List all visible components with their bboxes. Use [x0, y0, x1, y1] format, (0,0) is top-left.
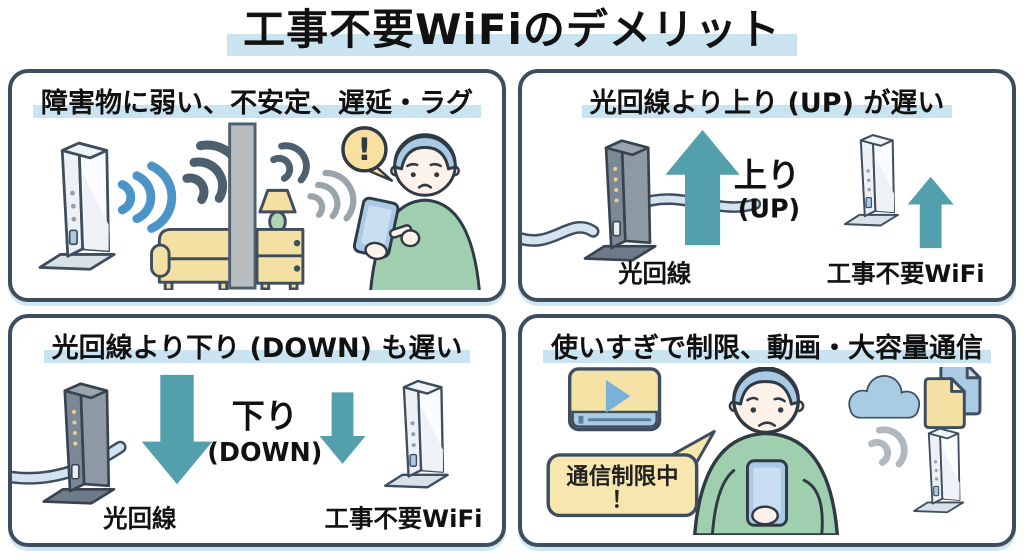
- person-hair: [393, 135, 457, 171]
- wifi-router-icon: [843, 134, 899, 227]
- wall-icon: [228, 122, 257, 290]
- sad-person: [693, 367, 840, 535]
- alert-bubble-icon: !: [341, 126, 394, 182]
- nightstand-lamp-icon: [255, 188, 305, 290]
- wifi-router-icon: [38, 141, 116, 271]
- cloud-icon: [848, 375, 921, 419]
- wifi-label: 工事不要WiFi: [827, 259, 985, 288]
- bubble-line1: 通信制限中: [566, 463, 678, 490]
- panel-download: 光回線より下り (DOWN) も遅い 下り (DOWN) 光回線 工事不要WiF…: [8, 314, 506, 547]
- sofa-icon: [150, 227, 236, 290]
- person-hand: [751, 505, 779, 526]
- wifi-waves-weak-icon: [868, 423, 912, 471]
- infographic-title: 工事不要WiFiのデメリット: [0, 0, 1024, 69]
- panel-limit-heading: 使いすぎで制限、動画・大容量通信: [522, 318, 1012, 367]
- panel-obstacles: 障害物に弱い、不安定、遅延・ラグ: [8, 69, 506, 302]
- wifi-router-icon: [913, 427, 965, 514]
- wifi-waves-weak-icon: [270, 139, 314, 187]
- direction-label: 上り: [734, 155, 800, 194]
- direction-label: 下り: [232, 397, 298, 436]
- fiber-router-icon: [42, 382, 116, 505]
- wifi-waves-fading-icon: [304, 166, 361, 228]
- play-icon: [605, 379, 631, 413]
- wifi-router-icon: [383, 379, 449, 489]
- panel-download-illustration: 下り (DOWN) 光回線 工事不要WiFi: [12, 374, 483, 533]
- panel-limit-illustration: 通信制限中 ！: [546, 367, 982, 535]
- panel-limit: 使いすぎで制限、動画・大容量通信: [518, 314, 1016, 547]
- panel-upload-illustration: 上り (UP) 光回線 工事不要WiFi: [522, 129, 985, 288]
- medium-down-arrow-icon: [319, 392, 366, 464]
- direction-sublabel: (UP): [738, 194, 800, 224]
- fiber-label: 光回線: [102, 504, 177, 533]
- fiber-label: 光回線: [617, 259, 692, 288]
- panel-download-heading: 光回線より下り (DOWN) も遅い: [12, 318, 502, 367]
- fiber-router-icon: [583, 139, 657, 262]
- speech-bubble: 通信制限中 ！: [546, 430, 716, 518]
- bubble-line2: ！: [611, 488, 633, 514]
- big-down-arrow-icon: [141, 374, 213, 485]
- panel-grid: 障害物に弱い、不安定、遅延・ラグ: [0, 69, 1024, 547]
- person-hand: [364, 241, 389, 261]
- page-title: 工事不要WiFiのデメリット: [227, 3, 797, 58]
- person-hair: [732, 368, 800, 406]
- wifi-label: 工事不要WiFi: [325, 504, 483, 533]
- video-player-icon: [567, 367, 662, 432]
- worried-person: [352, 133, 481, 290]
- documents-icon: [923, 367, 982, 430]
- small-up-arrow-icon: [907, 176, 954, 249]
- pointing-hand: [388, 224, 421, 248]
- panel-upload-heading: 光回線より上り (UP) が遅い: [522, 73, 1012, 122]
- big-up-arrow-icon: [665, 129, 740, 246]
- wifi-waves-strong-icon: [122, 166, 172, 229]
- direction-sublabel: (DOWN): [207, 437, 322, 467]
- panel-obstacles-illustration: !: [38, 122, 481, 290]
- person-face: [410, 172, 440, 178]
- panel-obstacles-heading: 障害物に弱い、不安定、遅延・ラグ: [12, 73, 502, 122]
- person-face: [750, 407, 784, 413]
- panel-upload: 光回線より上り (UP) が遅い 上り (UP) 光回線 工事不要WiFi: [518, 69, 1016, 302]
- alert-mark: !: [357, 132, 371, 168]
